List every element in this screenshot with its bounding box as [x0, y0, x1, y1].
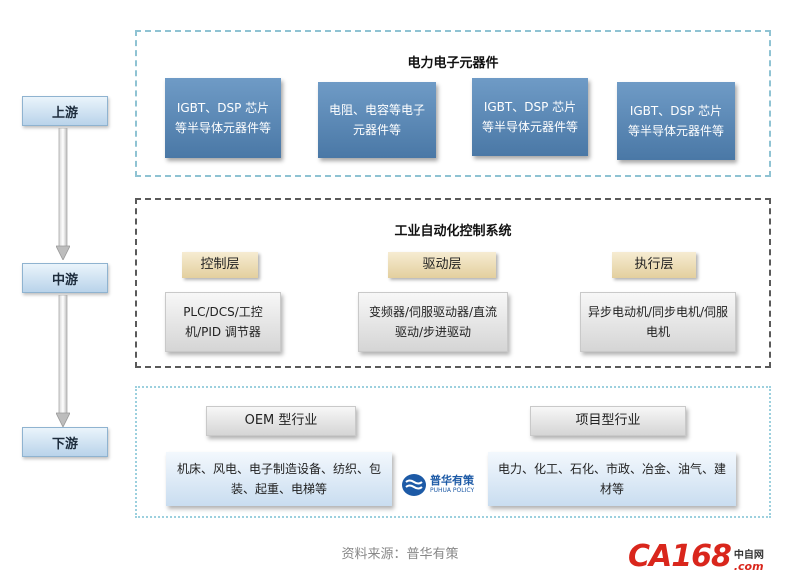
project-industry-text: 电力、化工、石化、市政、冶金、油气、建材等	[497, 462, 726, 496]
puhua-wave-icon	[402, 474, 426, 496]
layer-label-drive-text: 驱动层	[422, 257, 462, 272]
source-caption: 资料来源：普华有策	[341, 547, 459, 562]
project-industry-title: 项目型行业	[530, 406, 686, 436]
stage-downstream: 下游	[22, 427, 108, 457]
oem-industry-text: 机床、风电、电子制造设备、纺织、包装、起重、电梯等	[176, 462, 381, 496]
layer-box-control: PLC/DCS/工控机/PID 调节器	[165, 292, 281, 352]
upstream-box-1-text: IGBT、DSP 芯片等半导体元器件等	[174, 101, 271, 135]
puhua-logo: 普华有策 PUHUA POLICY	[402, 474, 474, 496]
upstream-box-2-text: 电阻、电容等电子元器件等	[328, 103, 425, 137]
stage-upstream: 上游	[22, 96, 108, 126]
layer-label-control-text: 控制层	[200, 257, 240, 272]
layer-box-drive-text: 变频器/伺服驱动器/直流驱动/步进驱动	[368, 305, 498, 339]
upstream-box-1: IGBT、DSP 芯片等半导体元器件等	[165, 78, 281, 158]
stage-upstream-label: 上游	[51, 105, 78, 121]
downstream-frame	[135, 386, 771, 518]
upstream-box-4-text: IGBT、DSP 芯片等半导体元器件等	[627, 104, 724, 138]
down-arrow-icon	[56, 128, 70, 260]
layer-label-control: 控制层	[182, 252, 258, 278]
upstream-box-4: IGBT、DSP 芯片等半导体元器件等	[617, 82, 735, 160]
puhua-logo-cn: 普华有策	[430, 474, 474, 487]
down-arrow-icon	[56, 295, 70, 427]
ca168-logo-cn: 中自网	[733, 550, 764, 561]
stage-downstream-label: 下游	[51, 436, 78, 452]
ca168-logo: CA168 中自网 .com	[628, 539, 764, 574]
layer-box-execution-text: 异步电动机/同步电机/伺服电机	[587, 305, 729, 339]
oem-industry-box: 机床、风电、电子制造设备、纺织、包装、起重、电梯等	[166, 452, 392, 506]
upstream-title: 电力电子元器件	[407, 56, 499, 71]
layer-label-execution: 执行层	[612, 252, 696, 278]
midstream-frame	[135, 198, 771, 368]
midstream-title: 工业自动化控制系统	[394, 224, 512, 239]
ca168-logo-main: CA168	[628, 539, 732, 574]
layer-box-control-text: PLC/DCS/工控机/PID 调节器	[183, 305, 263, 339]
upstream-box-3: IGBT、DSP 芯片等半导体元器件等	[472, 78, 588, 156]
ca168-logo-domain: .com	[733, 560, 764, 573]
layer-box-drive: 变频器/伺服驱动器/直流驱动/步进驱动	[358, 292, 508, 352]
upstream-box-2: 电阻、电容等电子元器件等	[318, 82, 436, 158]
layer-label-execution-text: 执行层	[634, 257, 674, 272]
layer-label-drive: 驱动层	[388, 252, 496, 278]
project-industry-box: 电力、化工、石化、市政、冶金、油气、建材等	[488, 452, 736, 506]
stage-midstream: 中游	[22, 263, 108, 293]
puhua-logo-en: PUHUA POLICY	[430, 487, 475, 494]
project-industry-title-text: 项目型行业	[575, 413, 641, 428]
oem-industry-title-text: OEM 型行业	[244, 413, 318, 428]
upstream-box-3-text: IGBT、DSP 芯片等半导体元器件等	[481, 100, 578, 134]
upstream-frame	[135, 30, 771, 177]
oem-industry-title: OEM 型行业	[206, 406, 356, 436]
layer-box-execution: 异步电动机/同步电机/伺服电机	[580, 292, 736, 352]
stage-midstream-label: 中游	[51, 272, 78, 288]
